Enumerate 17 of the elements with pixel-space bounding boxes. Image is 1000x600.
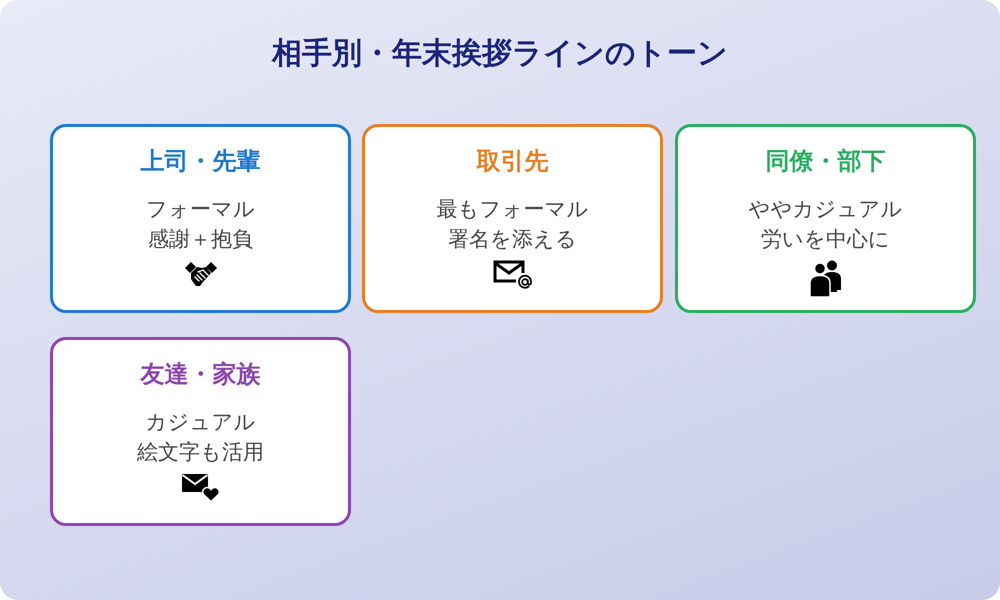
card-text: カジュアル	[146, 410, 256, 436]
tone-card	[50, 337, 351, 526]
tone-card	[50, 124, 351, 313]
card-heading: 取引先	[476, 147, 548, 177]
card-text: 労いを中心に	[761, 227, 890, 253]
card-heading: 友達・家族	[140, 360, 260, 390]
card-heading: 上司・先輩	[140, 147, 260, 177]
card-text: 署名を添える	[448, 227, 577, 253]
card-text: フォーマル	[146, 197, 255, 223]
card-text: ややカジュアル	[748, 197, 902, 223]
title: 相手別・年末挨拶ラインのトーン	[270, 36, 729, 72]
card-text: 感謝＋抱負	[148, 227, 253, 253]
card-text: 絵文字も活用	[137, 440, 264, 466]
card-heading: 同僚・部下	[766, 147, 886, 177]
tone-card	[362, 124, 663, 313]
tone-card	[675, 124, 976, 313]
card-text: 最もフォーマル	[436, 197, 588, 223]
